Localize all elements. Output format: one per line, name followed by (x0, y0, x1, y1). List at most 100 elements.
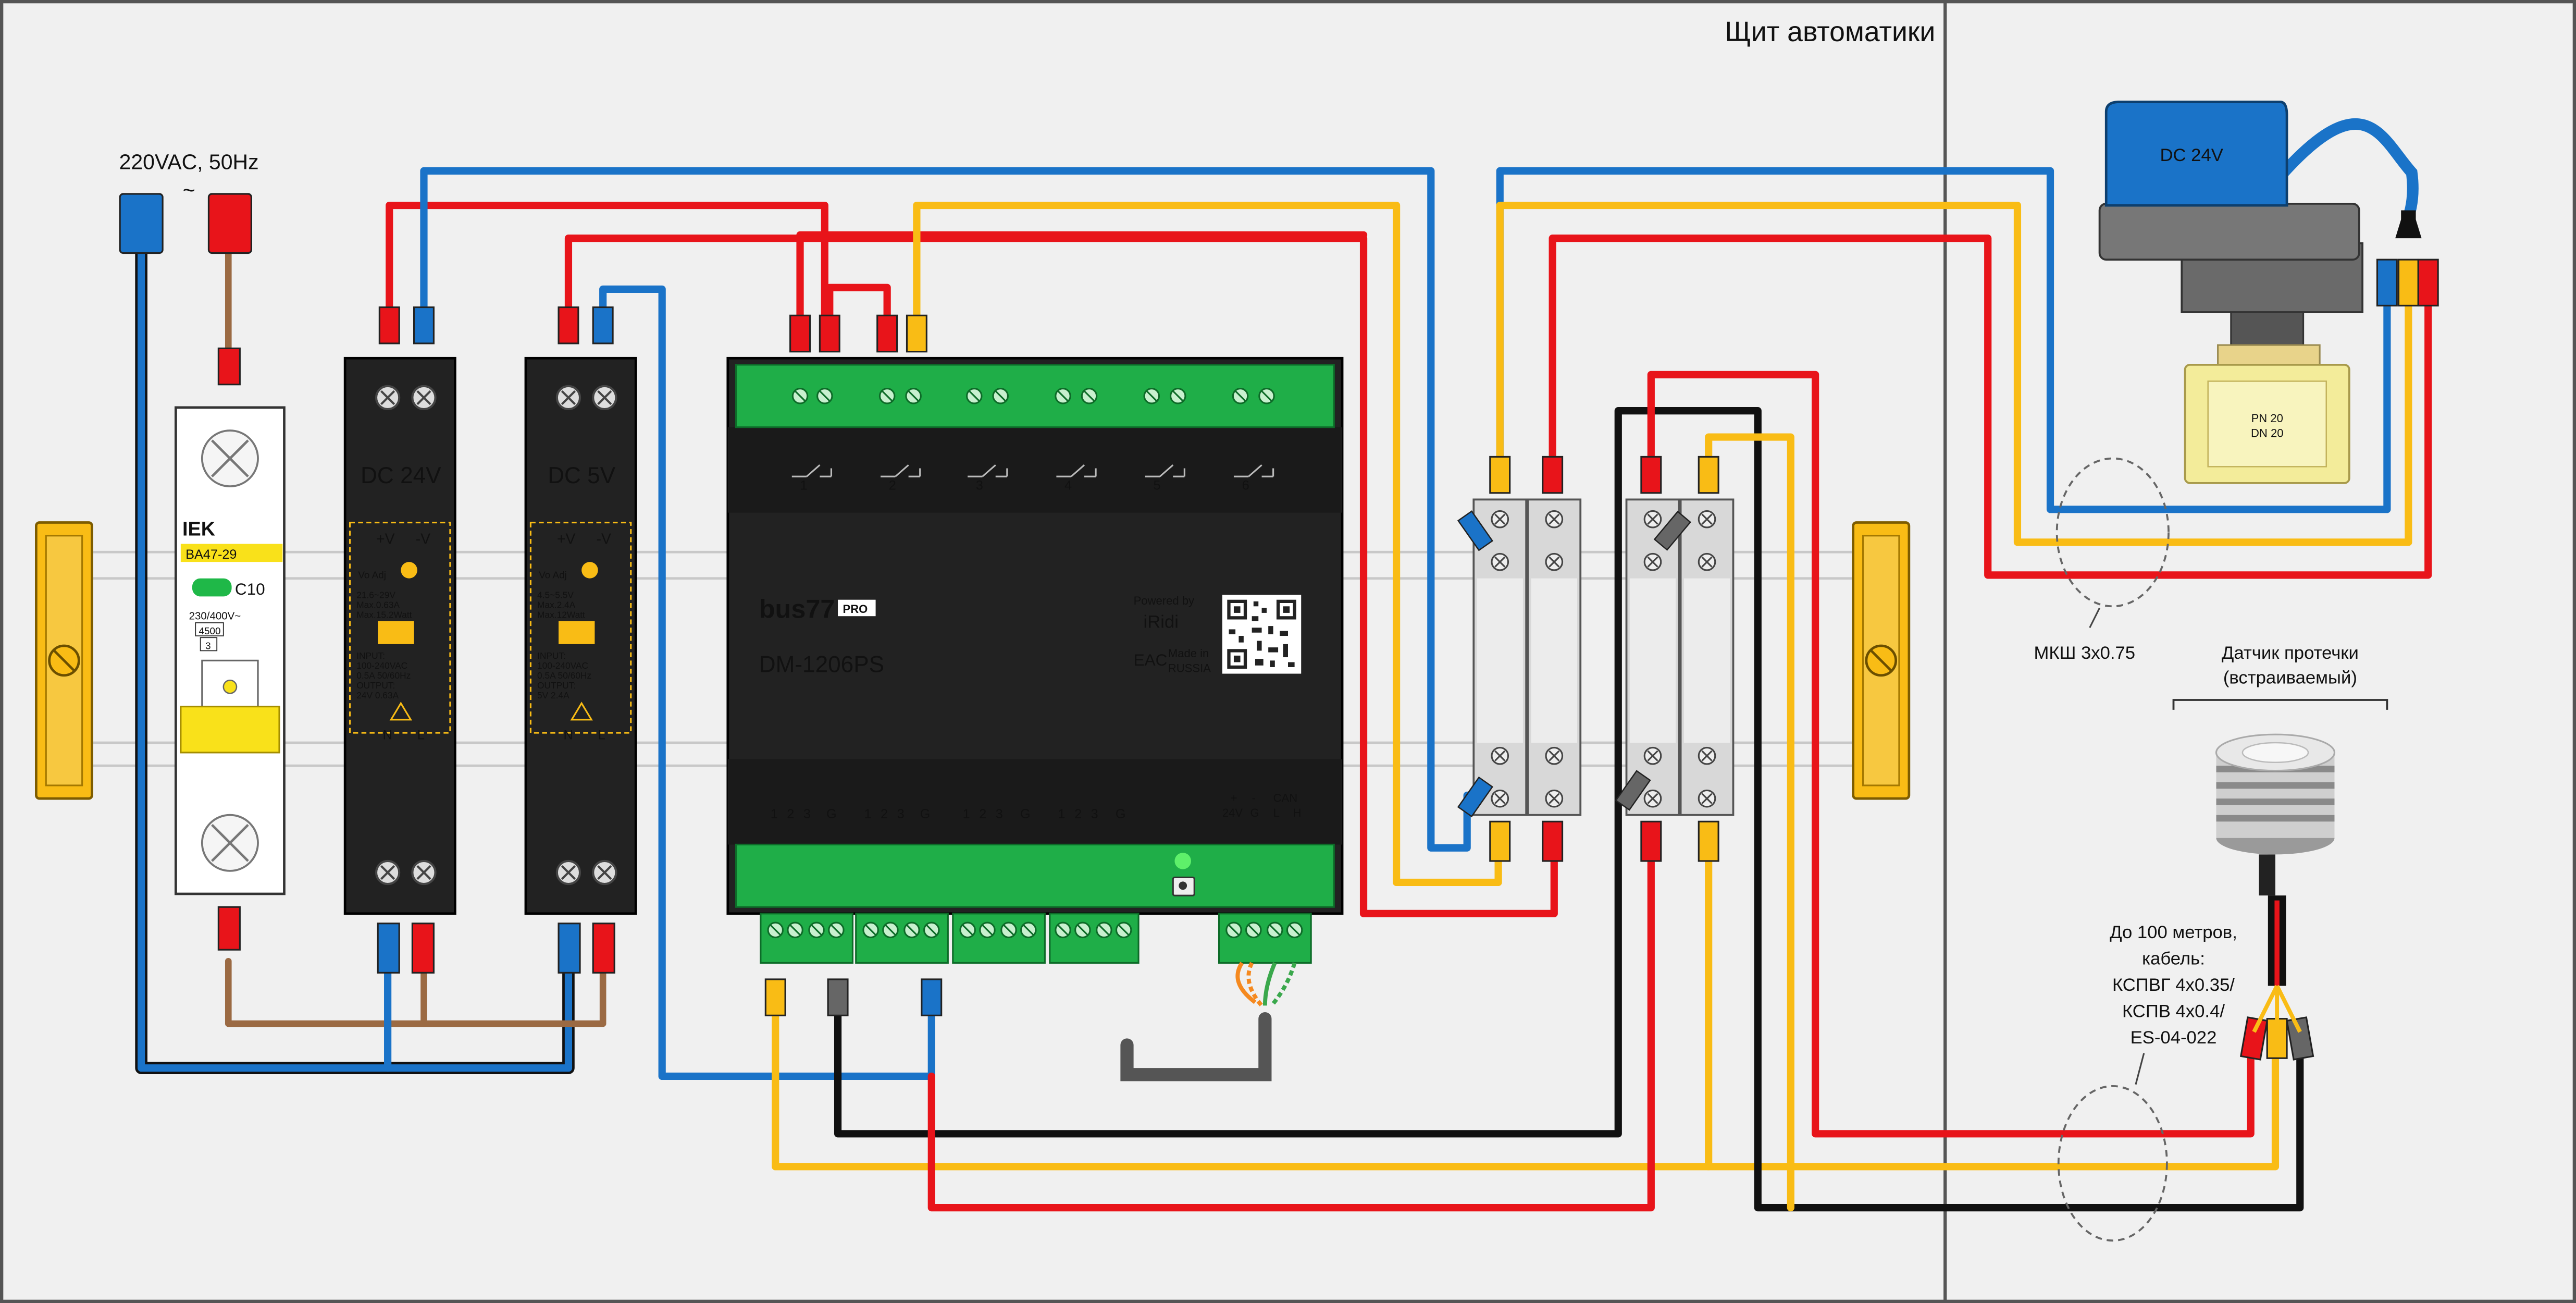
cable2-line3: КСПВГ 4x0.35/ (2112, 975, 2235, 995)
terminal-jumpers (1457, 510, 1691, 818)
psu5-title: DC 5V (548, 463, 616, 488)
can-cable (1120, 962, 1297, 1081)
valve-actuator: DC 24V PN 20 DN 20 (2098, 101, 2422, 484)
breaker-code1: 4500 (199, 626, 221, 637)
sensor-bracket (2172, 699, 2388, 710)
psu24-pv: +V (376, 531, 395, 548)
terminal-block-valve (1472, 498, 1582, 816)
psu24-in2: 0.5A 50/60Hz (356, 670, 411, 681)
input-label: 2 (881, 807, 888, 821)
psu24-input: INPUT: (356, 650, 385, 661)
psu24-out1: 24V 0.63A (356, 690, 399, 700)
input-label: 3 (897, 807, 905, 821)
input-label: 2 (787, 807, 794, 821)
psu5-spec2: Max.2.4A (537, 599, 576, 610)
psu24-spec2: Max.0.63A (356, 599, 400, 610)
input-label: 3 (996, 807, 1003, 821)
model-name: DM-1206PS (759, 652, 884, 677)
psu24-n: N (383, 728, 392, 743)
psu5-pv: +V (557, 531, 576, 548)
end-stop-left (35, 521, 93, 800)
relay-4-label: 4 (1064, 478, 1072, 493)
psu-5v: DC 5V +V -V Vo Adj 4.5~5.5V Max.2.4A Max… (524, 357, 637, 915)
breaker-voltage: 230/400V~ (189, 610, 241, 622)
input-label: 3 (803, 807, 811, 821)
psu5-in1: 100-240VAC (537, 660, 588, 671)
circuit-breaker: IEK BA47-29 C10 230/400V~ 4500 3 (175, 406, 286, 895)
psu5-adj: Vo Adj (539, 570, 567, 581)
cable1-label: МКШ 3x0.75 (2034, 643, 2135, 663)
powered-by: Powered by (1134, 594, 1194, 607)
cable2-line2: кабель: (2142, 949, 2205, 969)
end-stop-right (1852, 521, 1911, 800)
meanwell-logo (378, 621, 414, 644)
psu5-spec1: 4.5~5.5V (537, 590, 574, 600)
psu5-out1: 5V 2.4A (537, 690, 569, 700)
psu24-l: L (417, 728, 425, 743)
relay-1-label: 1 (800, 478, 808, 493)
status-led (1174, 853, 1191, 869)
breaker-indicator (192, 578, 232, 597)
relay-6-label: 6 (1242, 478, 1249, 493)
breaker-rating: C10 (235, 580, 265, 598)
psu5-output: OUTPUT: (537, 680, 576, 691)
made-in: Made in (1168, 647, 1209, 660)
relay-2-label: 2 (889, 478, 896, 493)
breaker-model: BA47-29 (185, 547, 237, 562)
meanwell-logo (559, 621, 595, 644)
made-in-russia: RUSSIA (1168, 661, 1211, 674)
brand-logo: bus77 (759, 594, 835, 623)
sensor-subtitle: (встраиваемый) (2223, 668, 2357, 687)
relay-3-label: 3 (976, 478, 983, 493)
input-label: G (920, 807, 931, 821)
panel-title: Щит автоматики (1725, 16, 1936, 47)
input-terminal-blocks (760, 913, 1312, 964)
input-label: G (826, 807, 837, 821)
psu5-in2: 0.5A 50/60Hz (537, 670, 591, 681)
psu24-title: DC 24V (361, 463, 441, 488)
cable2-line4: КСПВ 4x0.4/ (2122, 1001, 2225, 1021)
actuator-label: DC 24V (2160, 145, 2223, 165)
input-label: 3 (1091, 807, 1098, 821)
breaker-code2: 3 (205, 641, 211, 652)
psu5-mv: -V (597, 531, 611, 548)
input-label: 2 (979, 807, 986, 821)
brand-pro: PRO (843, 603, 868, 616)
qr-code (1222, 595, 1302, 674)
psu24-output: OUTPUT: (356, 680, 395, 691)
bus-label-can: CAN (1273, 791, 1298, 804)
input-label: 1 (1058, 807, 1066, 821)
input-label: 2 (1074, 807, 1082, 821)
valve-pn: PN 20 (2251, 412, 2283, 425)
psu24-spec1: 21.6~29V (356, 590, 395, 600)
bus-label-24v: 24V (1222, 806, 1243, 819)
supply-label: 220VAC, 50Hz (119, 150, 259, 174)
psu24-adj: Vo Adj (358, 570, 386, 581)
sensor-title: Датчик протечки (2222, 643, 2359, 663)
input-label: 1 (864, 807, 872, 821)
cable1-callout (2055, 457, 2170, 608)
iridi-logo: iRidi (1144, 612, 1179, 632)
bus-label-h: H (1293, 806, 1301, 819)
psu24-mv: -V (416, 531, 430, 548)
dm-1206ps-module: 1 2 3 4 5 6 bus77 PRO DM-1206PS Powered … (726, 357, 1344, 964)
bus-label-g: G (1250, 806, 1259, 819)
bus-label-minus: - (1252, 791, 1256, 804)
input-label: G (1116, 807, 1126, 821)
psu5-n: N (564, 728, 573, 743)
eac-mark: EAC (1134, 650, 1168, 669)
valve-dn: DN 20 (2251, 427, 2284, 440)
terminal-block-sensor (1625, 498, 1735, 816)
cable2-line5: ES-04-022 (2131, 1028, 2217, 1048)
input-label: 1 (963, 807, 970, 821)
psu24-spec3: Max.15.2Watt (356, 609, 412, 620)
cable2-line1: До 100 метров, (2110, 923, 2237, 942)
psu5-spec3: Max.12Watt (537, 609, 585, 620)
bus-label-l: L (1273, 806, 1280, 819)
psu5-l: L (598, 728, 605, 743)
leak-sensor (2215, 733, 2336, 1033)
psu24-in1: 100-240VAC (356, 660, 407, 671)
input-label: 1 (771, 807, 778, 821)
